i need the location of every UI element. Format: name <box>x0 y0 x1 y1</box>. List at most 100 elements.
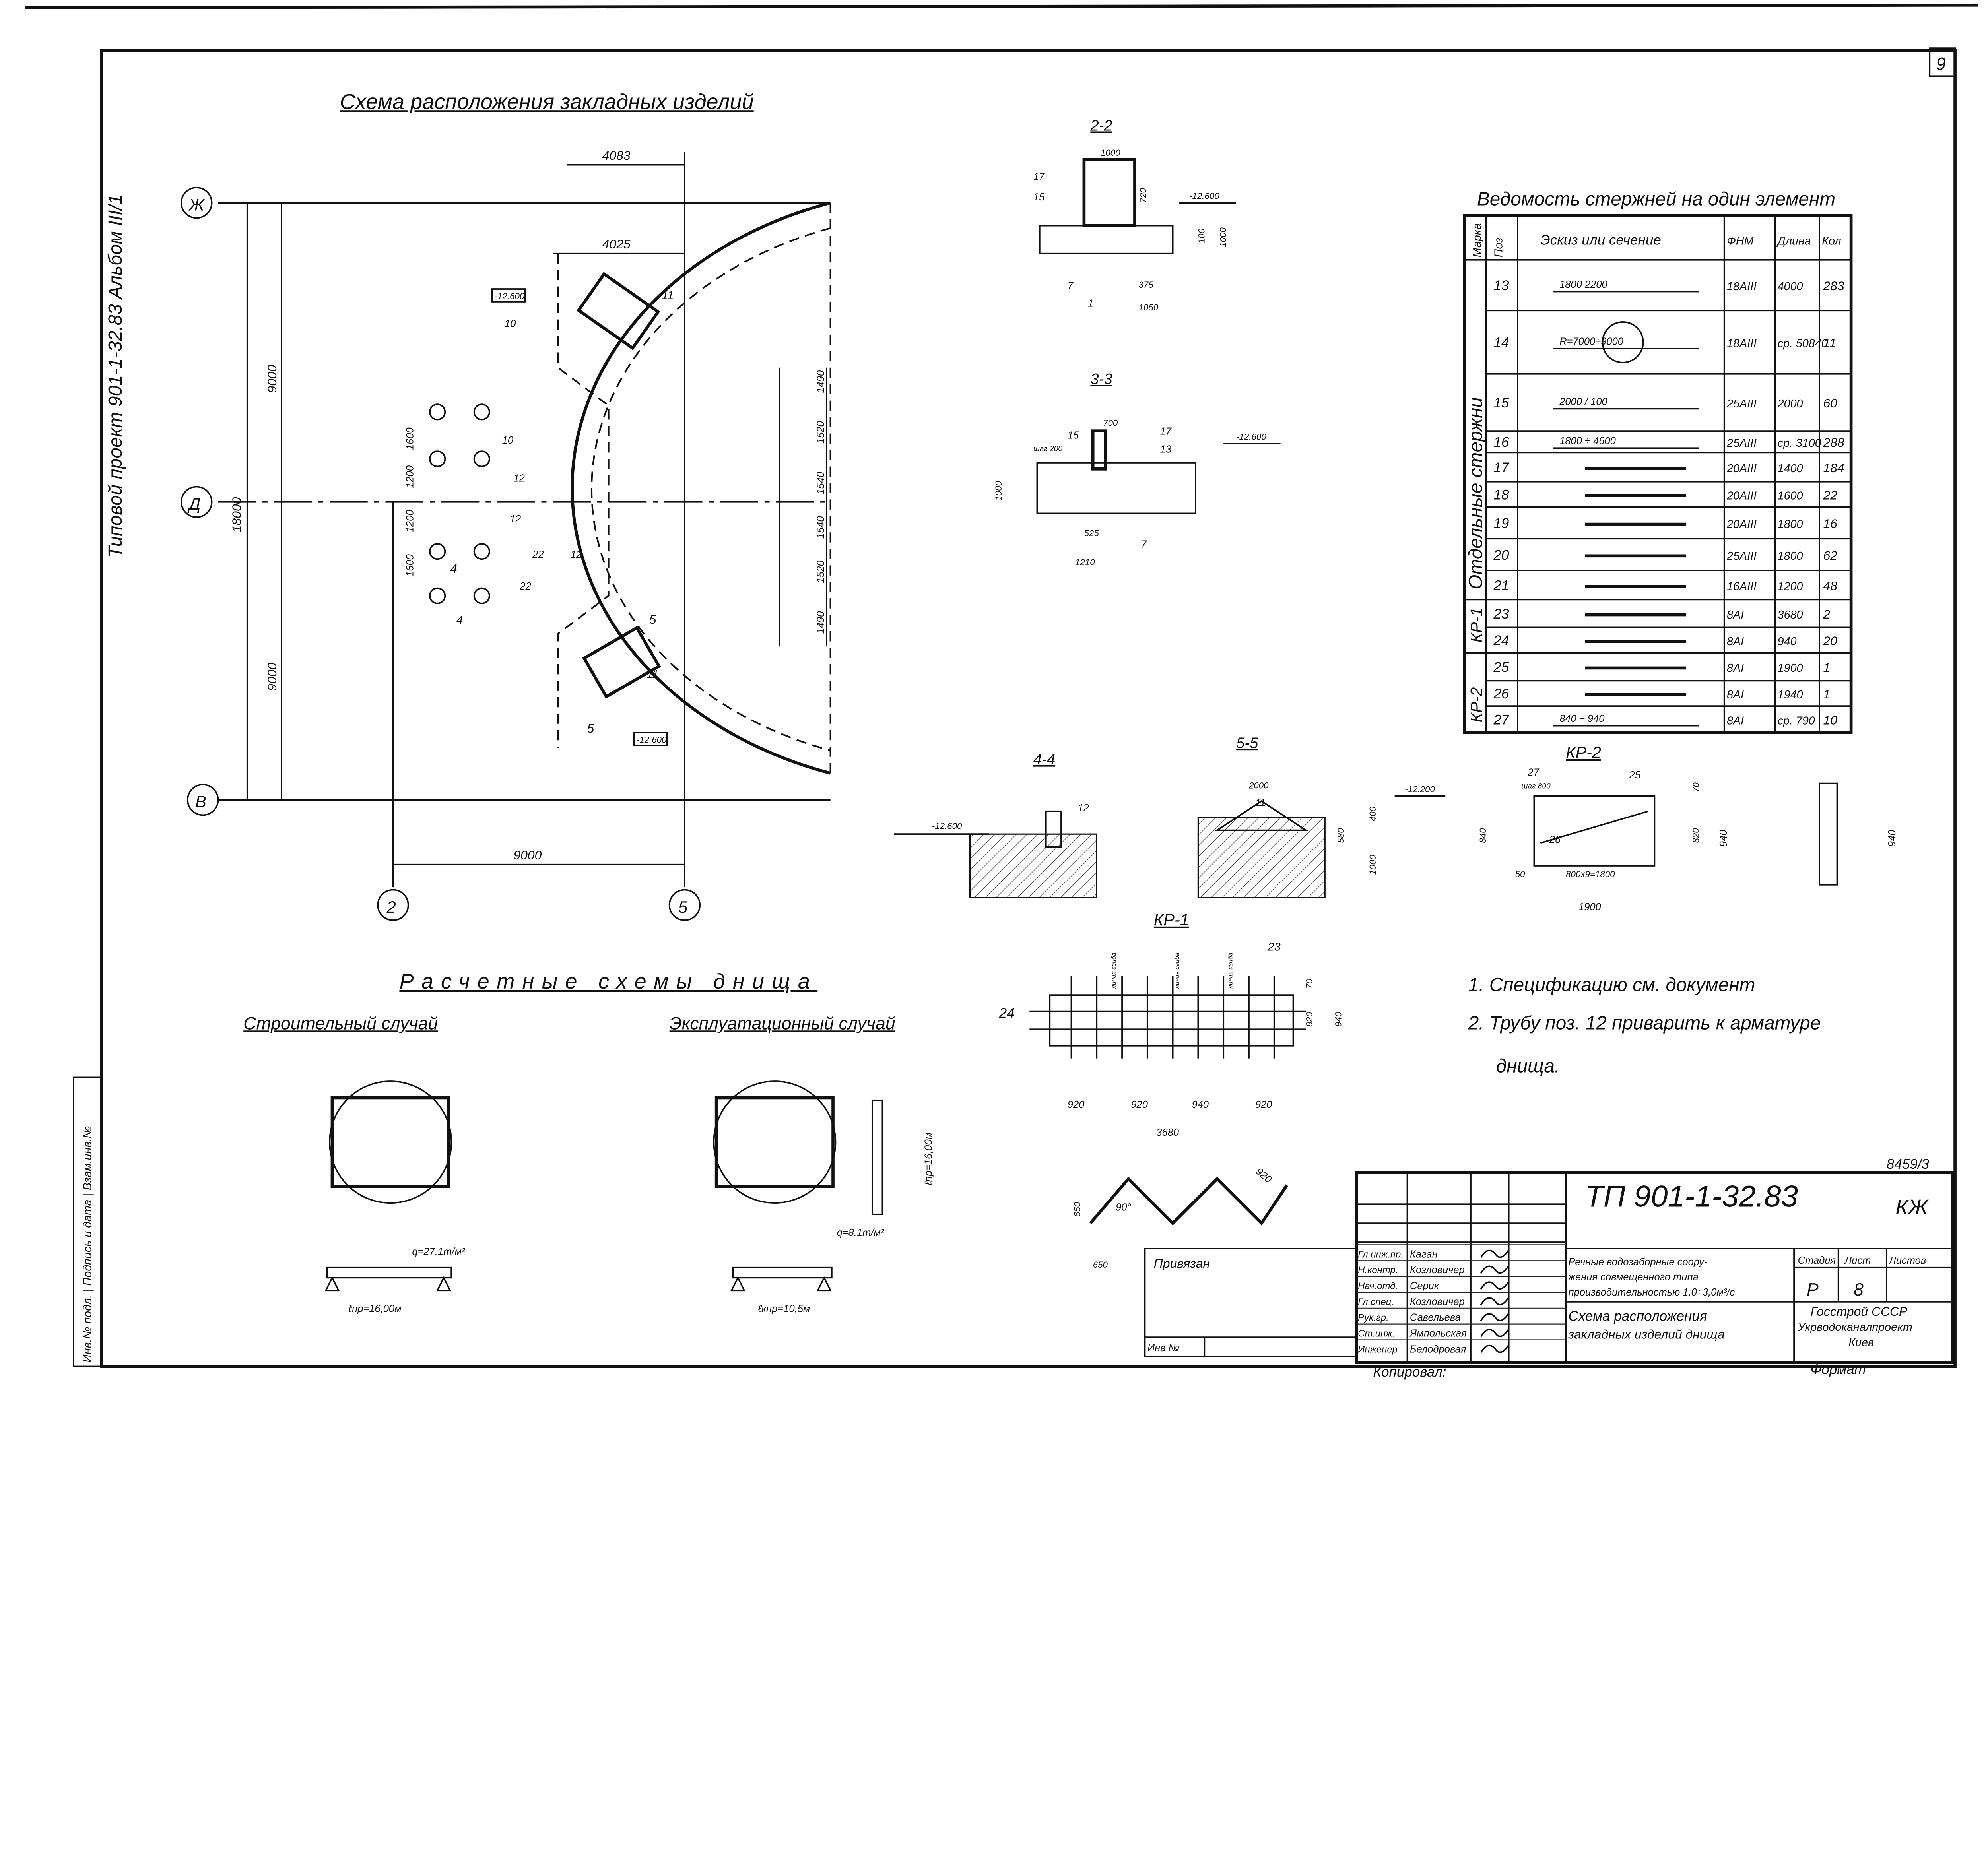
svg-text:17: 17 <box>1160 426 1172 437</box>
svg-text:13: 13 <box>1160 444 1171 455</box>
cell-qty: 48 <box>1823 578 1837 593</box>
signature <box>1480 1329 1510 1337</box>
cell-pos: 24 <box>1493 633 1509 648</box>
cell-pos: 20 <box>1493 547 1509 563</box>
rebar-schedule: Ведомость стержней на один элемент Марка… <box>1463 189 1853 734</box>
staff-row: Рук.гр.Савельева <box>1356 1307 1566 1323</box>
cell-pos: 26 <box>1493 686 1509 702</box>
svg-text:1520: 1520 <box>815 561 827 583</box>
staff-name: Козловичер <box>1410 1265 1465 1276</box>
signature <box>1480 1297 1510 1306</box>
staff-role: Н.контр. <box>1358 1265 1398 1276</box>
section-4-4: 4-4 -12.600 12 <box>894 751 1097 898</box>
section-5-5: 5-5 -12.200 2000 400 580 1000 11 <box>1197 734 1446 898</box>
org-line-2: Укрводоканалпроект <box>1798 1321 1912 1334</box>
staff-role: Рук.гр. <box>1358 1313 1389 1323</box>
cell-qty: 2 <box>1823 607 1830 621</box>
svg-text:9000: 9000 <box>513 848 542 862</box>
svg-text:2000: 2000 <box>1248 780 1269 790</box>
signature <box>1480 1344 1510 1353</box>
svg-text:ℓпр=16,00м: ℓпр=16,00м <box>348 1303 402 1314</box>
staff-row: Н.контр. Козловичер <box>1356 1260 1566 1276</box>
svg-text:1200: 1200 <box>405 465 416 488</box>
calc-case-operation: Эксплуатационный случай <box>670 1014 895 1033</box>
sheets-label: Листов <box>1888 1255 1926 1266</box>
svg-text:9000: 9000 <box>265 663 279 691</box>
svg-text:7: 7 <box>1068 280 1074 291</box>
table-header: ФНМ <box>1727 235 1754 247</box>
svg-text:940: 940 <box>1887 830 1898 847</box>
svg-text:1540: 1540 <box>815 516 827 539</box>
svg-text:11: 11 <box>1255 797 1266 809</box>
svg-text:1000: 1000 <box>1218 227 1228 247</box>
drawing-mark: КЖ <box>1895 1195 1929 1219</box>
svg-text:-12.600: -12.600 <box>1189 191 1219 201</box>
svg-text:ℓкпр=10,5м: ℓкпр=10,5м <box>758 1303 810 1314</box>
svg-text:шаг 200: шаг 200 <box>1033 445 1063 453</box>
sheet-number: 9 <box>1936 54 1946 74</box>
svg-text:2: 2 <box>386 898 396 916</box>
stage-value: Р <box>1807 1280 1819 1299</box>
cell-sketch: 2000 / 100 <box>1559 396 1607 407</box>
svg-text:17: 17 <box>1033 171 1045 182</box>
cell-fnm: 20AIII <box>1726 489 1757 502</box>
kr-1-detail: КР-1 24 23 линия сгиба линия сгиба линия… <box>999 910 1343 1270</box>
cell-length: 940 <box>1778 635 1797 648</box>
svg-text:3-3: 3-3 <box>1090 370 1112 388</box>
cell-length: 4000 <box>1778 280 1803 293</box>
svg-text:1000: 1000 <box>1368 855 1378 875</box>
kr-2-title: КР-2 <box>1566 743 1601 762</box>
svg-text:650: 650 <box>1093 1260 1108 1270</box>
svg-text:4: 4 <box>456 614 463 626</box>
svg-text:В: В <box>195 792 206 811</box>
svg-text:1600: 1600 <box>405 427 416 450</box>
cell-fnm: 25AIII <box>1726 550 1757 562</box>
svg-text:12: 12 <box>1077 803 1089 814</box>
svg-text:26: 26 <box>1549 834 1561 846</box>
cell-sketch: 1800 2200 <box>1559 279 1607 290</box>
copied-label: Копировал: <box>1373 1364 1446 1380</box>
kr-2-detail: КР-2 27 шаг 800 25 26 800x9=1800 1900 50… <box>1478 743 1898 913</box>
staff-row: Гл.инж.пр.Каган <box>1356 1244 1566 1260</box>
staff-name: Каган <box>1410 1249 1438 1260</box>
stage-label: Стадия <box>1798 1255 1836 1266</box>
svg-text:10: 10 <box>502 435 513 446</box>
cell-sketch: 840 ÷ 940 <box>1559 713 1604 724</box>
staff-name: Ямпольская <box>1409 1328 1467 1339</box>
svg-text:1540: 1540 <box>815 472 827 495</box>
svg-text:11: 11 <box>662 289 674 302</box>
svg-text:Ж: Ж <box>188 195 205 214</box>
svg-text:10: 10 <box>505 318 516 330</box>
svg-text:580: 580 <box>1336 828 1346 843</box>
org-line-1: Госстрой СССР <box>1811 1304 1908 1319</box>
signature <box>1480 1281 1510 1290</box>
svg-text:11: 11 <box>646 668 658 681</box>
svg-text:1490: 1490 <box>815 370 827 393</box>
svg-text:2-2: 2-2 <box>1090 117 1112 134</box>
svg-text:375: 375 <box>1139 280 1154 290</box>
svg-text:1000: 1000 <box>1101 148 1120 158</box>
cell-qty: 1 <box>1823 687 1830 701</box>
table-row: 23 8AI 3680 2 <box>1493 606 1830 622</box>
cell-pos: 23 <box>1493 606 1509 622</box>
staff-row: Нач.отд.Серик <box>1356 1276 1566 1292</box>
svg-text:Инв.№ подл. | Подпись и дата |: Инв.№ подл. | Подпись и дата | Взам.инв.… <box>82 1126 94 1363</box>
table-header: Марка <box>1471 223 1483 258</box>
cell-fnm: 8AI <box>1727 689 1744 701</box>
cell-fnm: 8AI <box>1727 714 1744 727</box>
svg-text:7: 7 <box>1141 539 1147 550</box>
cell-length: 3680 <box>1778 609 1803 621</box>
cell-length: 1900 <box>1778 662 1803 675</box>
cell-fnm: 16AIII <box>1727 580 1757 593</box>
svg-text:ℓпр=16,00м: ℓпр=16,00м <box>923 1133 934 1186</box>
cell-length: 1600 <box>1778 489 1803 502</box>
cell-fnm: 8AI <box>1727 609 1744 621</box>
cell-qty: 1 <box>1823 660 1830 675</box>
